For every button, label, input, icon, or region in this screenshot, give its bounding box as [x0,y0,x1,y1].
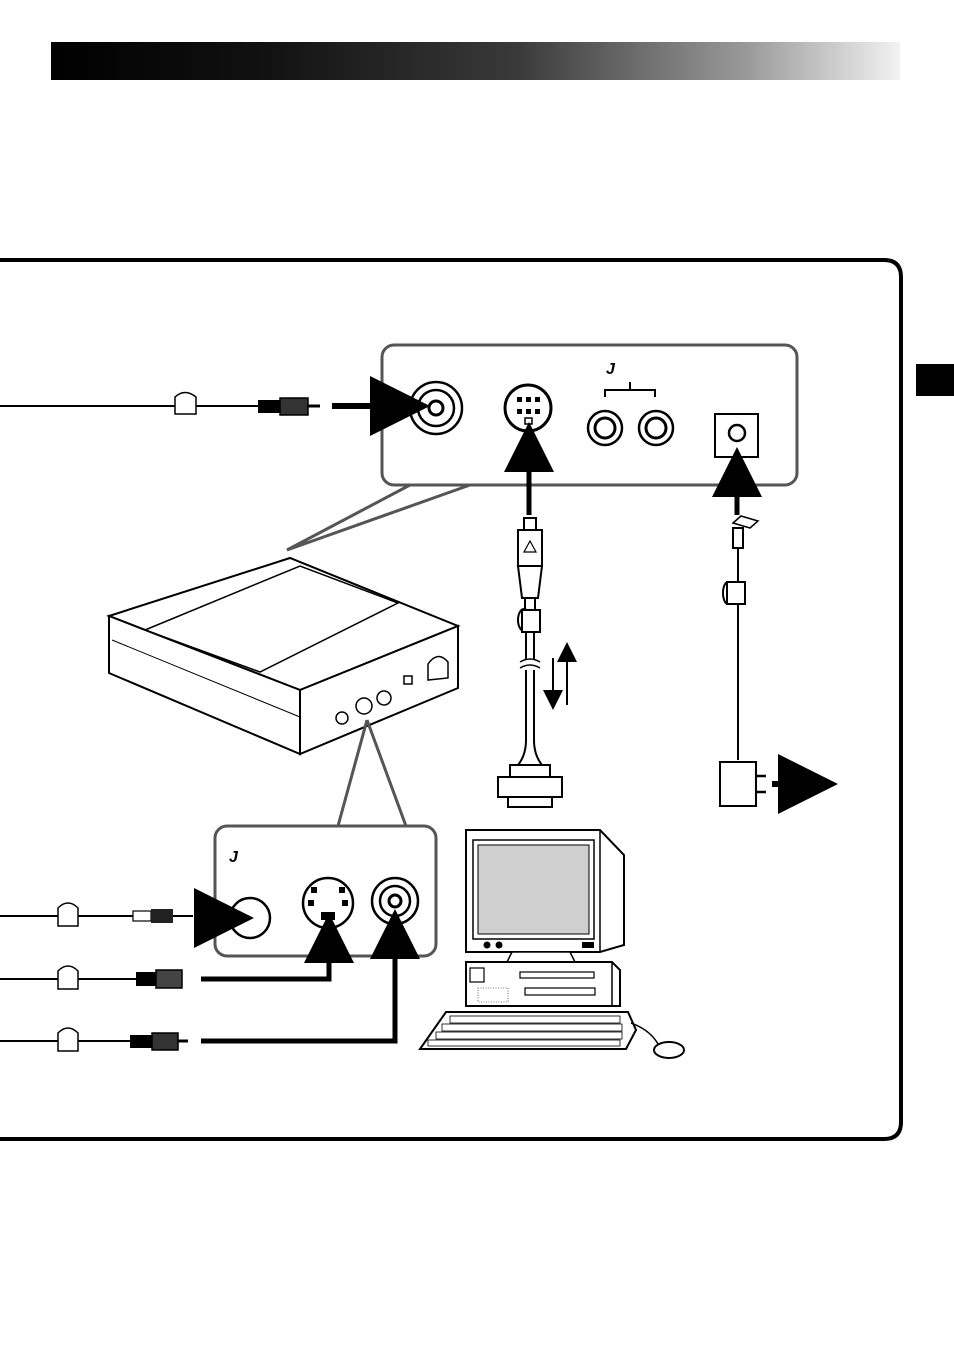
serial-port-icon [505,385,551,431]
capture-device-illustration [109,558,458,826]
audio-cable [0,903,224,926]
jack-mark-label-top: J [606,361,616,378]
personal-computer-illustration [420,830,684,1058]
jack-mark-label-front: J [229,849,239,866]
ac-adapter [720,472,808,806]
dc-in-jack-icon [715,414,758,457]
mouse [654,1042,684,1058]
s-video-port-icon [303,878,353,928]
audio-in-jack-icon [230,898,270,938]
bidirectional-arrows-icon [553,652,567,705]
rear-panel-callout: J [287,345,797,550]
video-cable [0,393,400,416]
serial-cable [498,447,562,807]
monitor-screen [478,845,589,934]
video-in-jack-front-icon [372,878,418,924]
front-panel-callout: J [215,826,436,956]
video-in-jack-icon [410,382,462,434]
